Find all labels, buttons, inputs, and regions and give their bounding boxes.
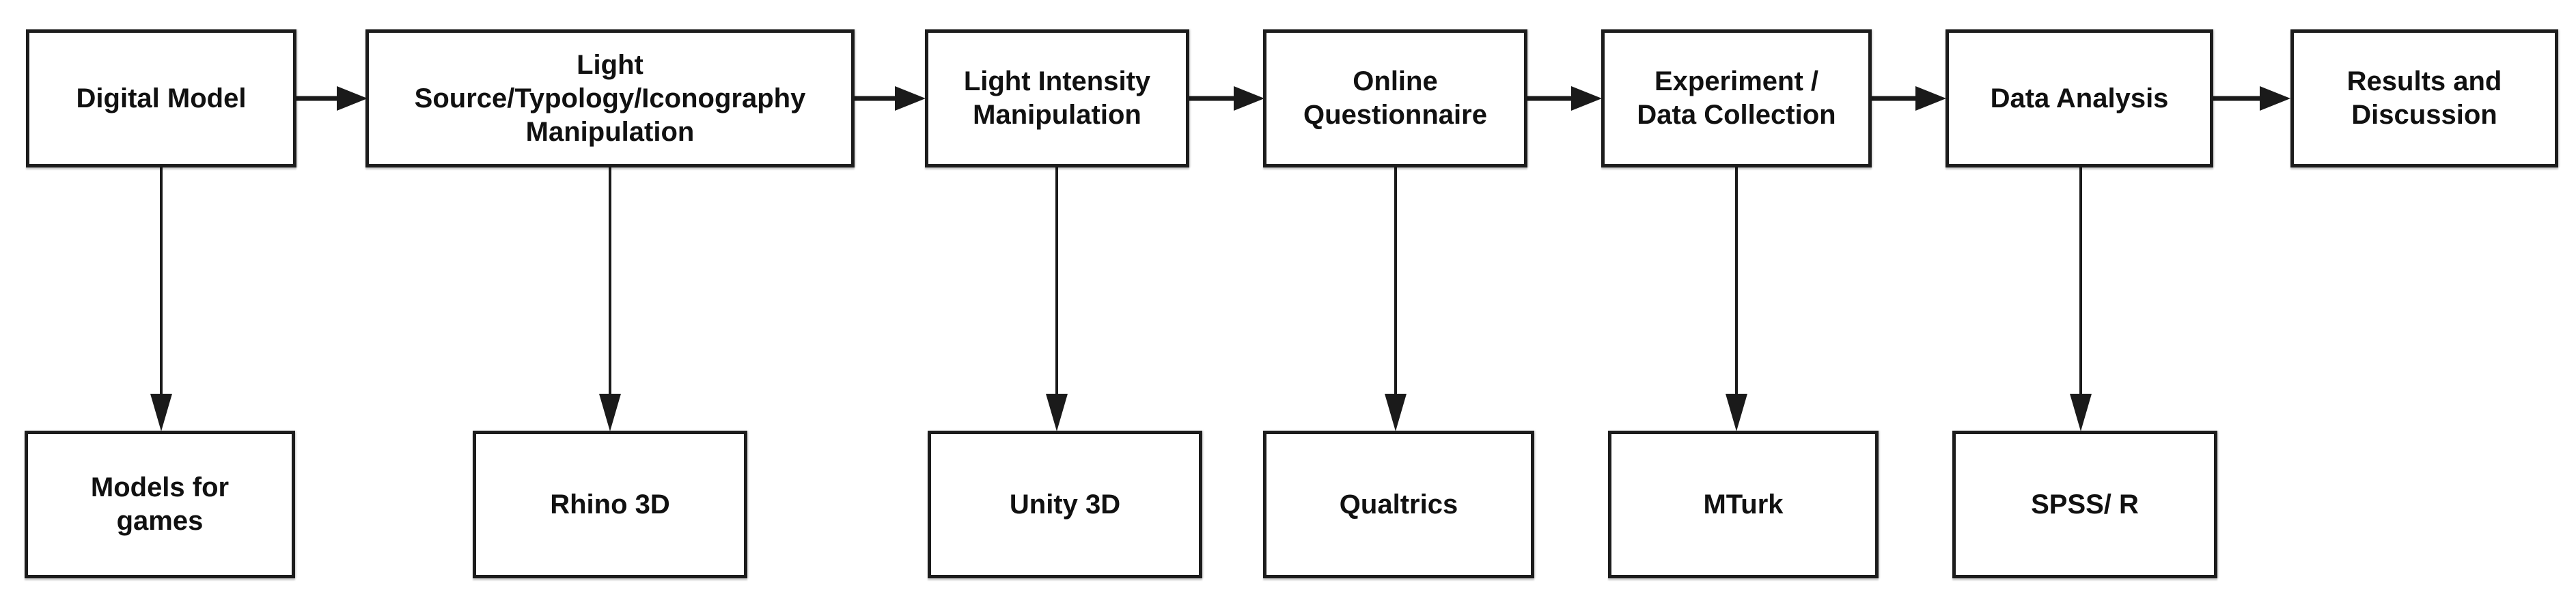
node-label-line: Manipulation xyxy=(973,100,1141,130)
arrow-lightsource-to-rhino xyxy=(599,166,621,431)
arrow-analysis-to-results xyxy=(2212,86,2290,111)
node-qualtrics: Qualtrics xyxy=(1263,431,1534,578)
node-label-line: games xyxy=(116,506,204,536)
arrow-lightintensity-to-questionnaire xyxy=(1188,86,1264,111)
node-label-line: Rhino 3D xyxy=(550,489,670,520)
node-label-line: Discussion xyxy=(2351,100,2497,130)
node-label-line: Online xyxy=(1353,66,1438,96)
node-results-discussion: Results and Discussion xyxy=(2290,29,2558,167)
node-data-analysis: Data Analysis xyxy=(1945,29,2213,167)
arrow-questionnaire-to-qualtrics xyxy=(1385,166,1407,431)
node-label-line: Digital Model xyxy=(76,83,247,113)
node-models-for-games: Models for games xyxy=(25,431,295,578)
node-label-line: Light xyxy=(577,49,643,80)
node-label-line: Data Analysis xyxy=(1990,83,2169,113)
arrow-questionnaire-to-experiment xyxy=(1526,86,1602,111)
node-digital-model: Digital Model xyxy=(26,29,296,167)
arrow-experiment-to-mturk xyxy=(1726,166,1747,431)
arrow-experiment-to-analysis xyxy=(1870,86,1946,111)
node-rhino-3d: Rhino 3D xyxy=(473,431,747,578)
node-unity-3d: Unity 3D xyxy=(928,431,1202,578)
node-spss-r: SPSS/ R xyxy=(1952,431,2217,578)
node-label-line: Models for xyxy=(90,472,230,502)
node-label-line: Experiment / xyxy=(1654,66,1819,96)
arrow-lightsource-to-lightintensity xyxy=(853,86,926,111)
node-label-line: Data Collection xyxy=(1637,100,1836,130)
node-label-line: Manipulation xyxy=(525,116,695,147)
node-light-intensity-manipulation: Light Intensity Manipulation xyxy=(925,29,1189,167)
node-label-line: Unity 3D xyxy=(1009,489,1121,520)
node-label-line: Results and xyxy=(2346,66,2502,96)
arrow-lightintensity-to-unity xyxy=(1046,166,1068,431)
node-label-line: Questionnaire xyxy=(1303,100,1487,130)
arrow-digital-to-lightsource xyxy=(295,86,368,111)
arrow-digital-to-models xyxy=(150,166,172,431)
node-online-questionnaire: Online Questionnaire xyxy=(1263,29,1527,167)
arrow-analysis-to-spss xyxy=(2070,166,2092,431)
node-label-line: SPSS/ R xyxy=(2031,489,2139,520)
node-label-line: Light Intensity xyxy=(963,66,1151,96)
node-label-line: MTurk xyxy=(1703,489,1784,520)
node-experiment-data-collection: Experiment / Data Collection xyxy=(1601,29,1872,167)
node-mturk: MTurk xyxy=(1608,431,1879,578)
node-label-line: Source/Typology/Iconography xyxy=(414,83,806,113)
node-light-source-manipulation: Light Source/Typology/Iconography Manipu… xyxy=(365,29,855,167)
node-label-line: Qualtrics xyxy=(1339,489,1458,520)
